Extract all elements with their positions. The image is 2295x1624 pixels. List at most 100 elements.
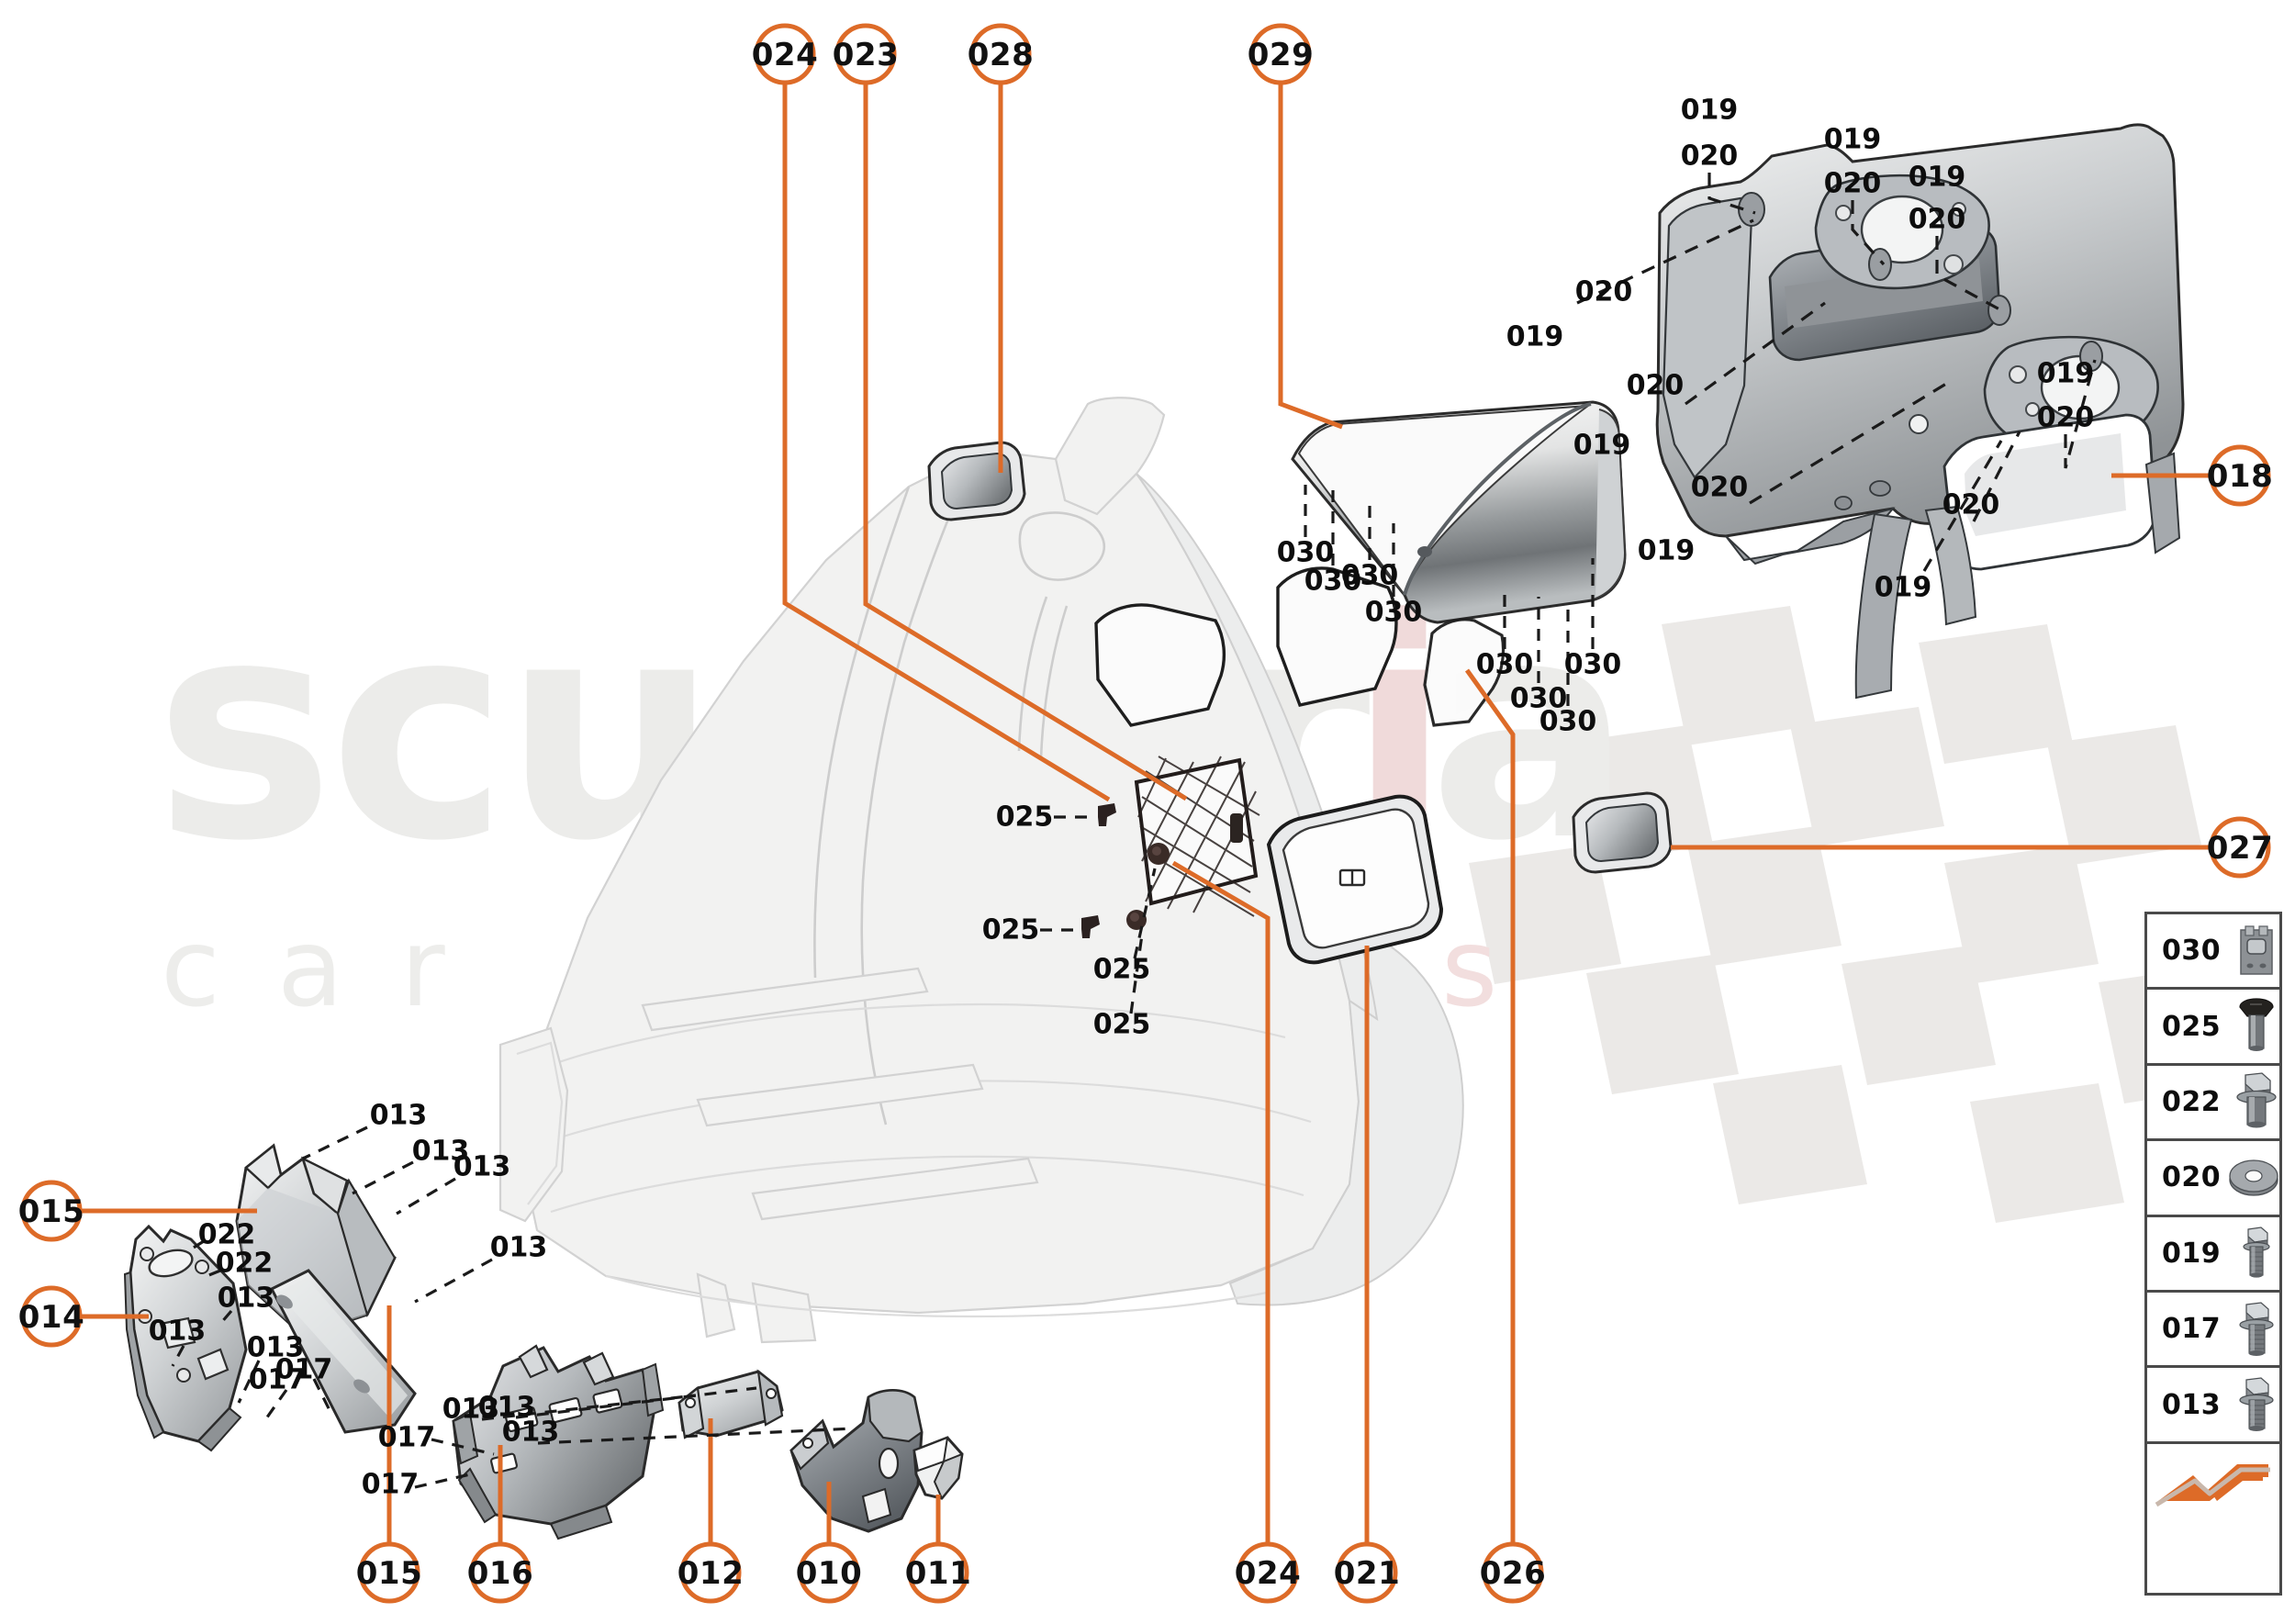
part-010-floor-brace [789,1389,924,1533]
part-number-label: 019 [1909,162,1966,194]
fastener-legend-table: 030 025 [2144,912,2282,1596]
callout-010[interactable]: 010 [796,1541,862,1604]
part-number-label: 019 [2037,358,2095,390]
flat-head-screw-icon [2233,990,2279,1062]
part-number-label: 025 [996,801,1054,834]
part-014-side-bracket [123,1224,248,1452]
callout-027[interactable]: 027 [2207,816,2273,879]
part-number-label: 013 [478,1392,536,1424]
part-number-label: 013 [218,1282,275,1315]
callout-label: 021 [1334,1555,1400,1592]
part-number-label: 022 [216,1248,274,1280]
dashed-leader-lines-018 [1576,173,2097,572]
callout-bubbles: 024 023 028 029 018 027 015 014 015 016 012 010 011 0… [18,23,2273,1604]
part-number-label: 030 [1304,566,1362,598]
callout-label: 010 [796,1555,862,1592]
callout-011[interactable]: 011 [905,1541,971,1604]
callout-circle[interactable] [798,1541,860,1604]
callout-label: 014 [18,1299,84,1336]
part-number-label: 020 [1942,489,2000,521]
part-number-label: 025 [982,914,1040,946]
part-number-label: 013 [370,1100,428,1132]
callout-021[interactable]: 021 [1334,1541,1400,1604]
part-021-access-panel [1266,794,1444,965]
callout-circle[interactable] [2209,816,2271,879]
legend-number: 017 [2162,1313,2222,1346]
callout-012[interactable]: 012 [677,1541,744,1604]
callout-circle[interactable] [358,1541,420,1604]
callout-label: 026 [1480,1555,1546,1592]
callout-label: 029 [1248,37,1314,73]
callout-circle[interactable] [1237,1541,1299,1604]
legend-number: 025 [2162,1010,2222,1043]
part-number-label: 020 [1627,370,1685,402]
part-number-label: 030 [1564,649,1622,681]
part-011-cap-cover [912,1436,964,1500]
legend-number: 022 [2162,1085,2222,1118]
callout-circle[interactable] [1482,1541,1544,1604]
callout-029[interactable]: 029 [1248,23,1314,85]
part-number-label: 020 [2037,402,2095,434]
callout-018[interactable]: 018 [2207,444,2273,507]
callout-024[interactable]: 024 [752,23,818,85]
callout-circle[interactable] [679,1541,742,1604]
callout-circle[interactable] [2209,444,2271,507]
part-027-door-handle [1572,791,1673,874]
svg-text:s: s [1441,904,1554,1031]
part-number-label: 025 [1093,1009,1151,1041]
callout-circle[interactable] [1336,1541,1398,1604]
svg-text:car: car [161,904,502,1031]
callout-label: 012 [677,1555,744,1592]
part-number-label: 017 [362,1469,420,1501]
legend-row: 025 [2147,990,2279,1066]
part-number-label: 013 [453,1151,511,1183]
part-015-lower-bar [269,1269,417,1434]
dashed-leader-lines-030 [1304,485,1595,706]
callout-015[interactable]: 015 [356,1541,422,1604]
part-number-label: 019 [1681,95,1739,127]
callout-028[interactable]: 028 [968,23,1034,85]
legend-row: 020 [2147,1141,2279,1217]
callout-016[interactable]: 016 [467,1541,533,1604]
part-number-label: 030 [1476,649,1534,681]
hex-flange-bolt-icon [2233,1368,2279,1440]
part-number-label: 020 [1909,204,1966,236]
callout-circle[interactable] [469,1541,532,1604]
callout-023[interactable]: 023 [833,23,899,85]
callout-label: 027 [2207,830,2273,867]
callout-024[interactable]: 024 [1235,1541,1301,1604]
callout-circle[interactable] [1249,23,1312,85]
part-number-label: 013 [442,1394,500,1426]
callout-label: 018 [2207,458,2273,495]
part-012-angle-bracket [677,1369,784,1439]
legend-number: 020 [2162,1161,2222,1194]
hex-flange-bolt-icon [2233,1293,2279,1365]
part-number-label: 020 [1824,168,1882,200]
part-number-label: 013 [412,1136,470,1168]
callout-circle[interactable] [834,23,897,85]
legend-number: 030 [2162,935,2222,968]
callout-circle[interactable] [969,23,1032,85]
callout-014[interactable]: 014 [18,1285,84,1348]
part-number-label: 017 [275,1354,333,1386]
part-number-label: 022 [198,1219,256,1251]
part-number-label: 030 [1510,683,1568,715]
part-number-label: 020 [1681,140,1739,173]
callout-circle[interactable] [754,23,816,85]
part-number-label: 019 [1875,572,1932,604]
callout-circle[interactable] [907,1541,969,1604]
callout-label: 024 [752,37,818,73]
callout-circle[interactable] [20,1180,83,1242]
brand-arrow-logo-icon [2147,1444,2279,1519]
callout-026[interactable]: 026 [1480,1541,1546,1604]
clip-fastener-icon [2233,914,2279,987]
callout-label: 015 [18,1193,84,1230]
legend-row [2147,1444,2279,1519]
callout-label: 015 [356,1555,422,1592]
callout-015[interactable]: 015 [18,1180,84,1242]
part-number-label: 019 [1638,535,1696,567]
callout-circle[interactable] [20,1285,83,1348]
part-number-label: 020 [1691,472,1749,504]
